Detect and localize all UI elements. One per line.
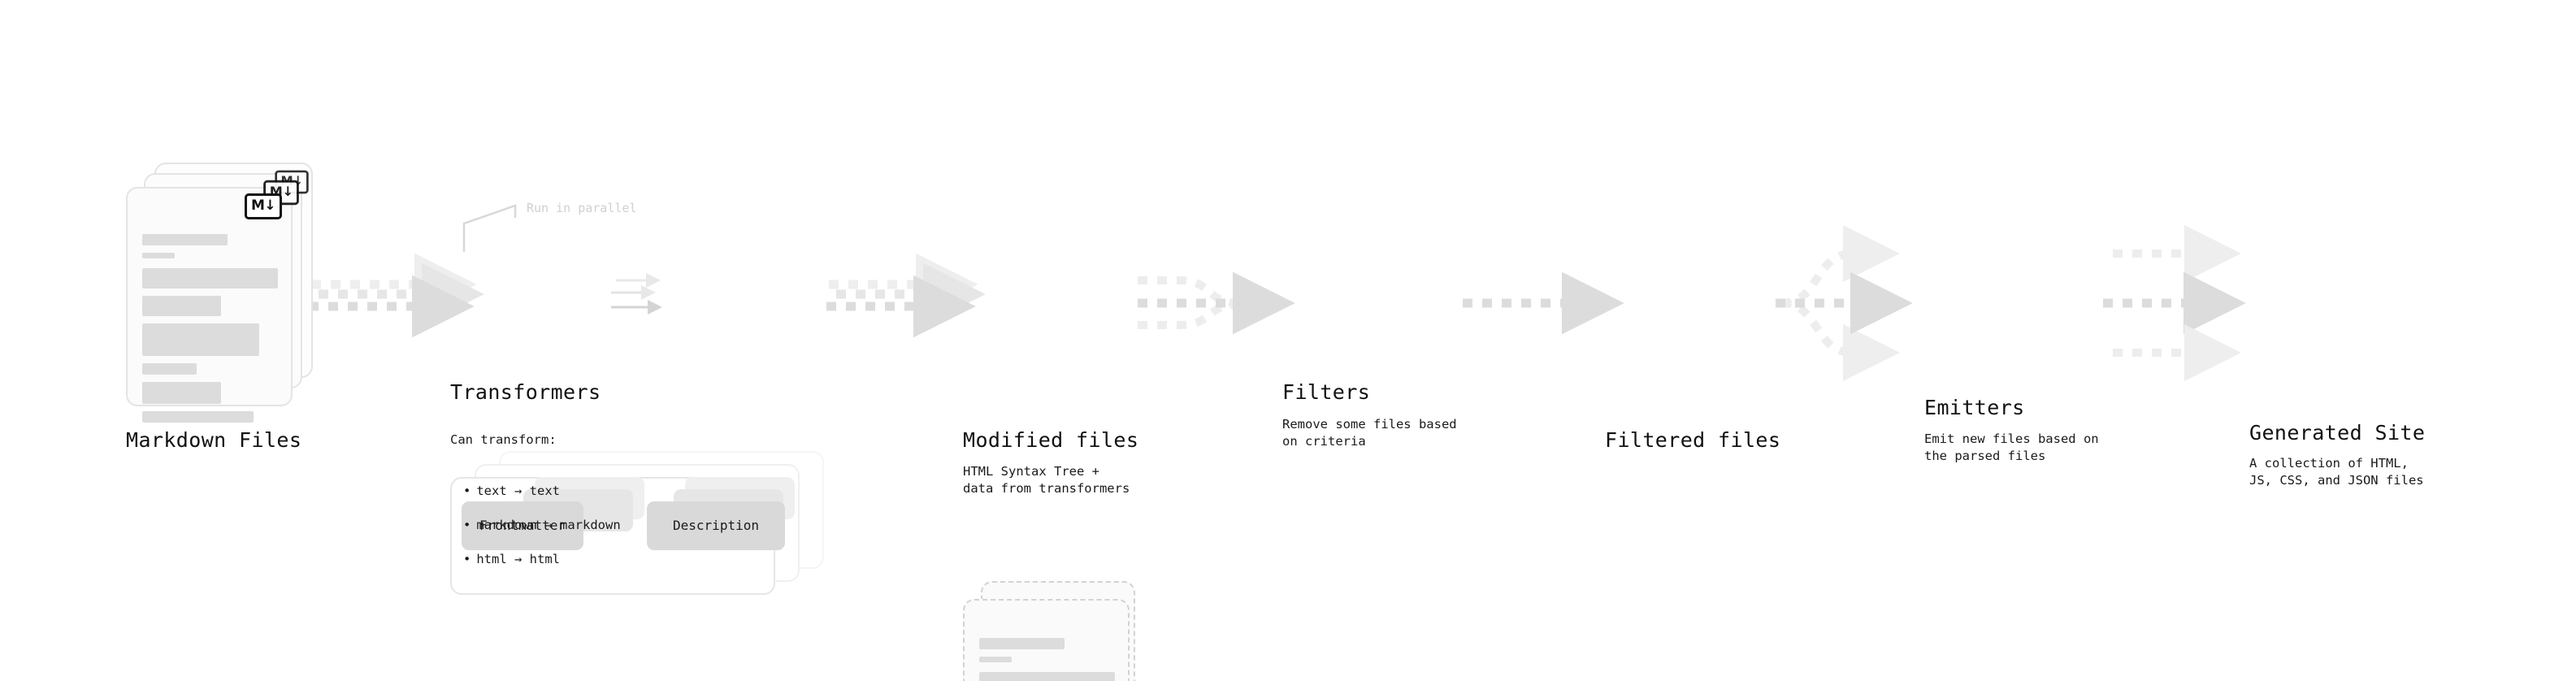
- transformers-bullet: text → text: [463, 483, 718, 500]
- document-content-lines: [979, 637, 1115, 681]
- stage-emitters-title: Emitters: [1924, 396, 2025, 419]
- stage-emitters-caption: Emit new files based on the parsed files: [1924, 432, 2099, 463]
- arrow-emitters-to-site: [2103, 225, 2246, 381]
- run-in-parallel-label: Run in parallel: [527, 201, 637, 215]
- markdown-badge: M↓: [245, 193, 283, 219]
- stage-modified-files[interactable]: [963, 581, 1150, 681]
- document-card-front: [126, 187, 293, 423]
- transformers-bullet: html → html: [463, 551, 718, 568]
- stage-modified-files-title: Modified files: [963, 428, 1139, 452]
- stage-markdown-files[interactable]: M↓ M↓ M↓: [126, 163, 313, 423]
- run-in-parallel-bracket: [462, 204, 517, 252]
- arrow-modified-to-filters: [1138, 271, 1295, 335]
- arrow-transformers-to-modified: [826, 253, 986, 338]
- stage-generated-site-caption: A collection of HTML, JS, CSS, and JSON …: [2249, 456, 2424, 488]
- arrow-filtered-to-emitters: [1776, 225, 1913, 381]
- stage-filters-caption: Remove some files based on criteria: [1282, 417, 1457, 449]
- stage-modified-files-caption: HTML Syntax Tree + data from transformer…: [963, 464, 1130, 496]
- transformer-inner-arrows: [611, 273, 662, 314]
- document-content-lines: [142, 233, 278, 423]
- transformers-caption-bullets: text → text markdown → markdown html → h…: [450, 466, 718, 585]
- arrow-markdown-to-transformers: [309, 253, 484, 338]
- stage-generated-site-title: Generated Site: [2249, 421, 2426, 445]
- stage-transformers-title: Transformers: [450, 380, 601, 404]
- stage-transformers-caption: Can transform: text → text markdown → ma…: [450, 414, 718, 602]
- transformers-bullet: markdown → markdown: [463, 517, 718, 534]
- document-card-front: [963, 599, 1130, 681]
- stage-markdown-files-title: Markdown Files: [126, 428, 302, 452]
- transformers-caption-heading: Can transform:: [450, 432, 557, 447]
- stage-filters-title: Filters: [1282, 380, 1371, 404]
- markdown-badge-letter: M: [251, 197, 265, 214]
- stage-filtered-files-title: Filtered files: [1605, 428, 1781, 452]
